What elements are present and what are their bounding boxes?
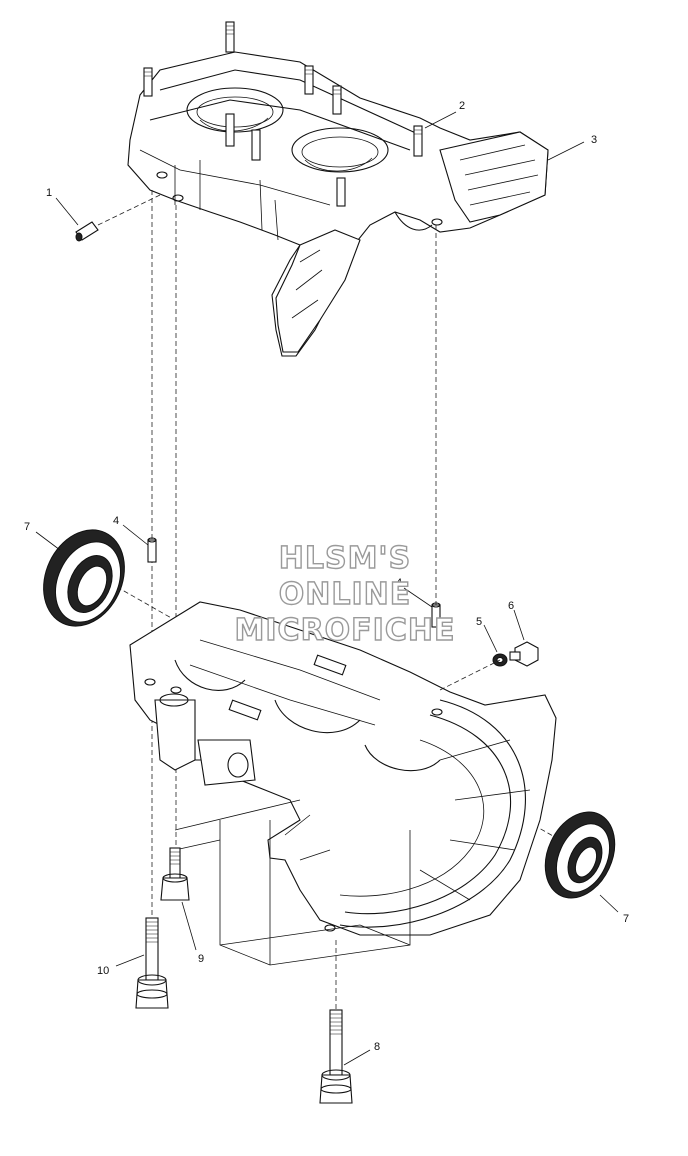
part-1-plug (75, 194, 161, 242)
drain-plug-part-6 (439, 641, 539, 691)
bolt-part-9 (160, 847, 190, 901)
callout-3: 3 (591, 134, 597, 146)
lower-crankcase (129, 601, 557, 936)
watermark-line-3: MICROFICHE (235, 613, 456, 648)
callout-8: 8 (374, 1041, 380, 1053)
callout-1: 1 (46, 187, 52, 199)
callout-4-left: 4 (113, 515, 119, 527)
callout-6: 6 (508, 600, 514, 612)
dowel-pin-left (147, 537, 157, 563)
oil-seal-left (43, 529, 125, 627)
callout-7-right: 7 (623, 913, 629, 925)
cylinder-studs (143, 21, 423, 207)
callout-2: 2 (459, 100, 465, 112)
oil-seal-right (544, 811, 616, 899)
phantom-box (174, 799, 411, 966)
upper-crankcase (127, 21, 549, 357)
callout-4-right: 4 (396, 577, 402, 589)
callout-9: 9 (198, 953, 204, 965)
dowel-pin-right (431, 602, 441, 628)
callout-labels: 1 2 3 4 4 5 6 7 7 8 9 10 (24, 100, 629, 1053)
bolt-part-10 (135, 917, 169, 1009)
callout-5: 5 (476, 616, 482, 628)
watermark: HLSM'S ONLINE MICROFICHE (234, 540, 456, 648)
watermark-line-2: ONLINE (279, 577, 412, 612)
watermark-line-1: HLSM'S (279, 541, 411, 576)
bolt-part-8 (319, 940, 353, 1104)
callout-7-left: 7 (24, 521, 30, 533)
callout-10: 10 (97, 965, 109, 977)
leader-lines (35, 111, 619, 1066)
